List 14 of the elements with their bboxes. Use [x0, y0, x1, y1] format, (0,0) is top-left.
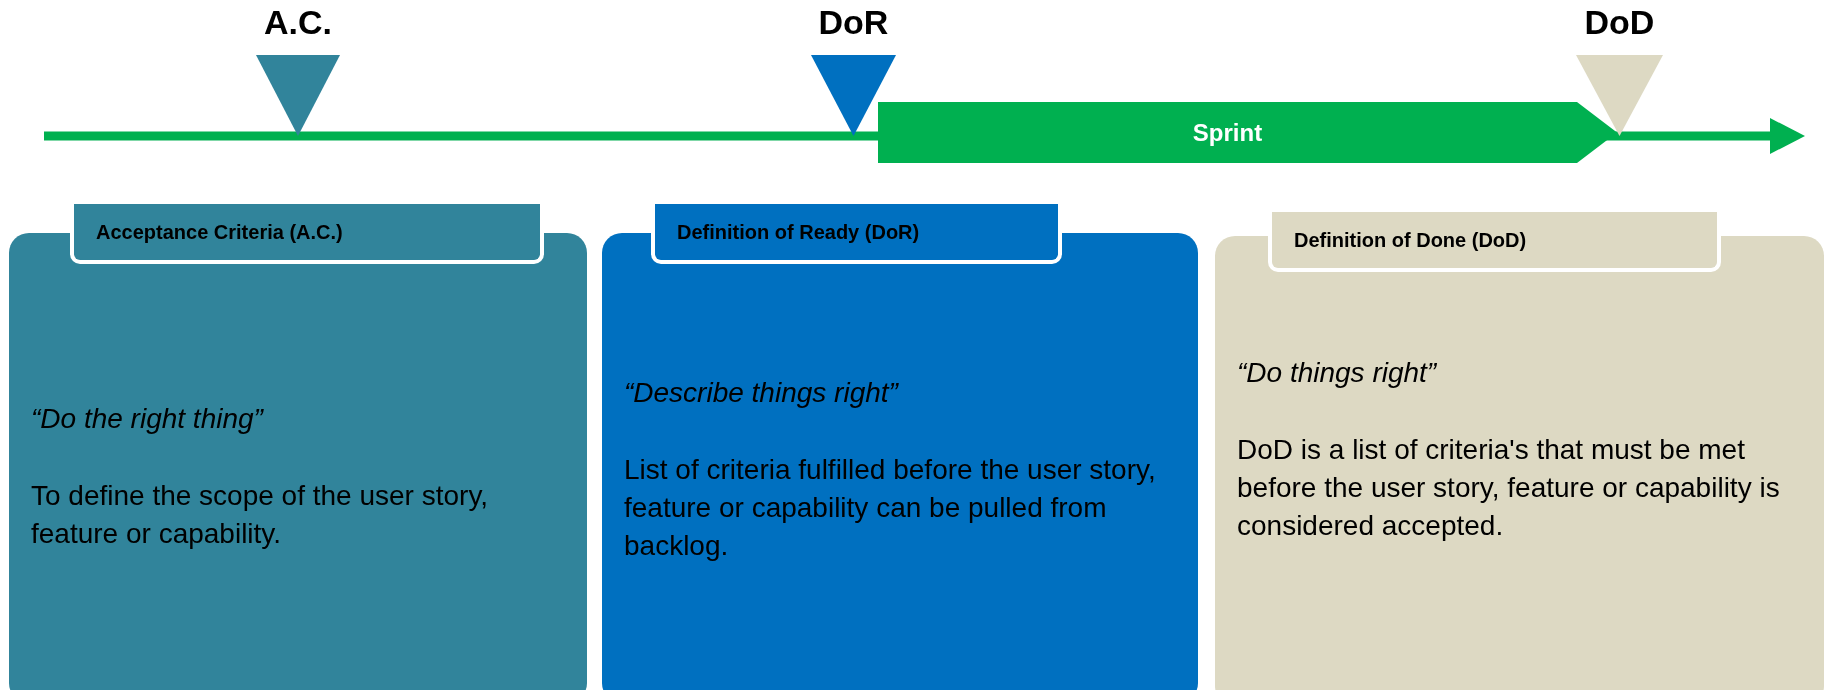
- marker-label: A.C.: [263, 2, 333, 42]
- description-text: DoD is a list of criteria's that must be met before the user story, feature or capability is considered accepted.: [1237, 433, 1781, 543]
- heading-tab: [1268, 212, 1721, 272]
- marker-label: DoD: [1583, 2, 1656, 42]
- heading-text: Definition of Ready (DoR): [677, 220, 920, 244]
- quote-text: “Do things right”: [1237, 356, 1438, 390]
- quote-text: “Describe things right”: [624, 376, 900, 410]
- quote-text: “Do the right thing”: [31, 402, 265, 436]
- description-text: To define the scope of the user story, feature or capability.: [31, 479, 490, 551]
- marker-label: DoR: [817, 2, 890, 42]
- sprint-label: Sprint: [1192, 118, 1263, 147]
- heading-text: Definition of Done (DoD): [1294, 228, 1527, 252]
- description-text: List of criteria fulfilled before the user story, feature or capability can be pulled from backlog.: [624, 453, 1157, 563]
- heading-text: Acceptance Criteria (A.C.): [96, 220, 343, 244]
